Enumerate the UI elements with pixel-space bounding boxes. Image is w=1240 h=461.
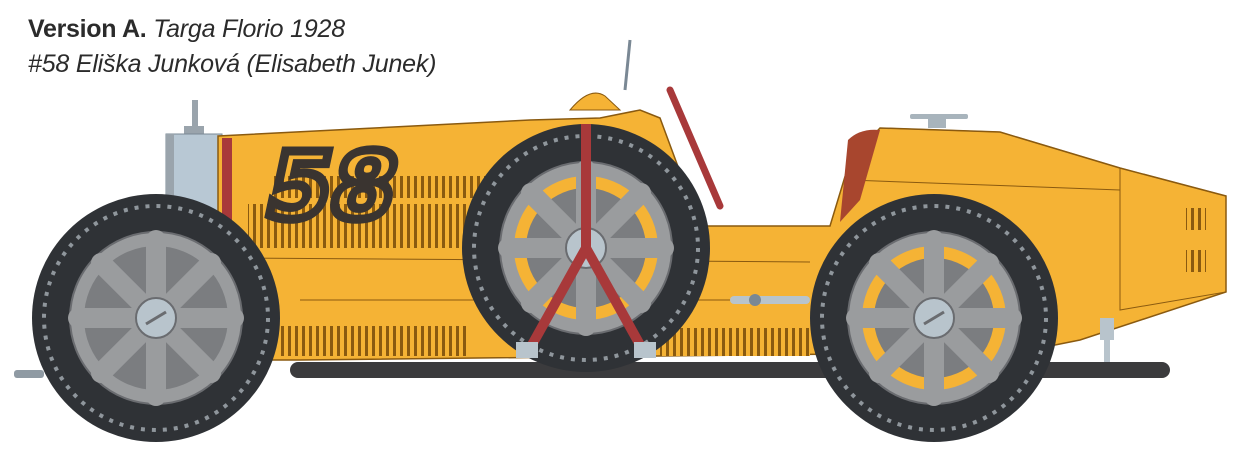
spare-wheel [462,124,710,372]
caption-title: Version A. Targa Florio 1928 [28,12,436,47]
caption: Version A. Targa Florio 1928 #58 Eliška … [28,12,437,82]
driver-label: #58 Eliška Junková (Elisabeth Junek) [28,50,437,78]
event-label: Targa Florio 1928 [153,15,345,43]
front-axle-stub [14,370,44,378]
spare-wheel-straps [523,124,649,355]
version-label: Version A. [28,15,147,43]
race-number: 58 [257,133,408,240]
front-wheel [32,194,280,442]
rear-wheel [810,194,1058,442]
